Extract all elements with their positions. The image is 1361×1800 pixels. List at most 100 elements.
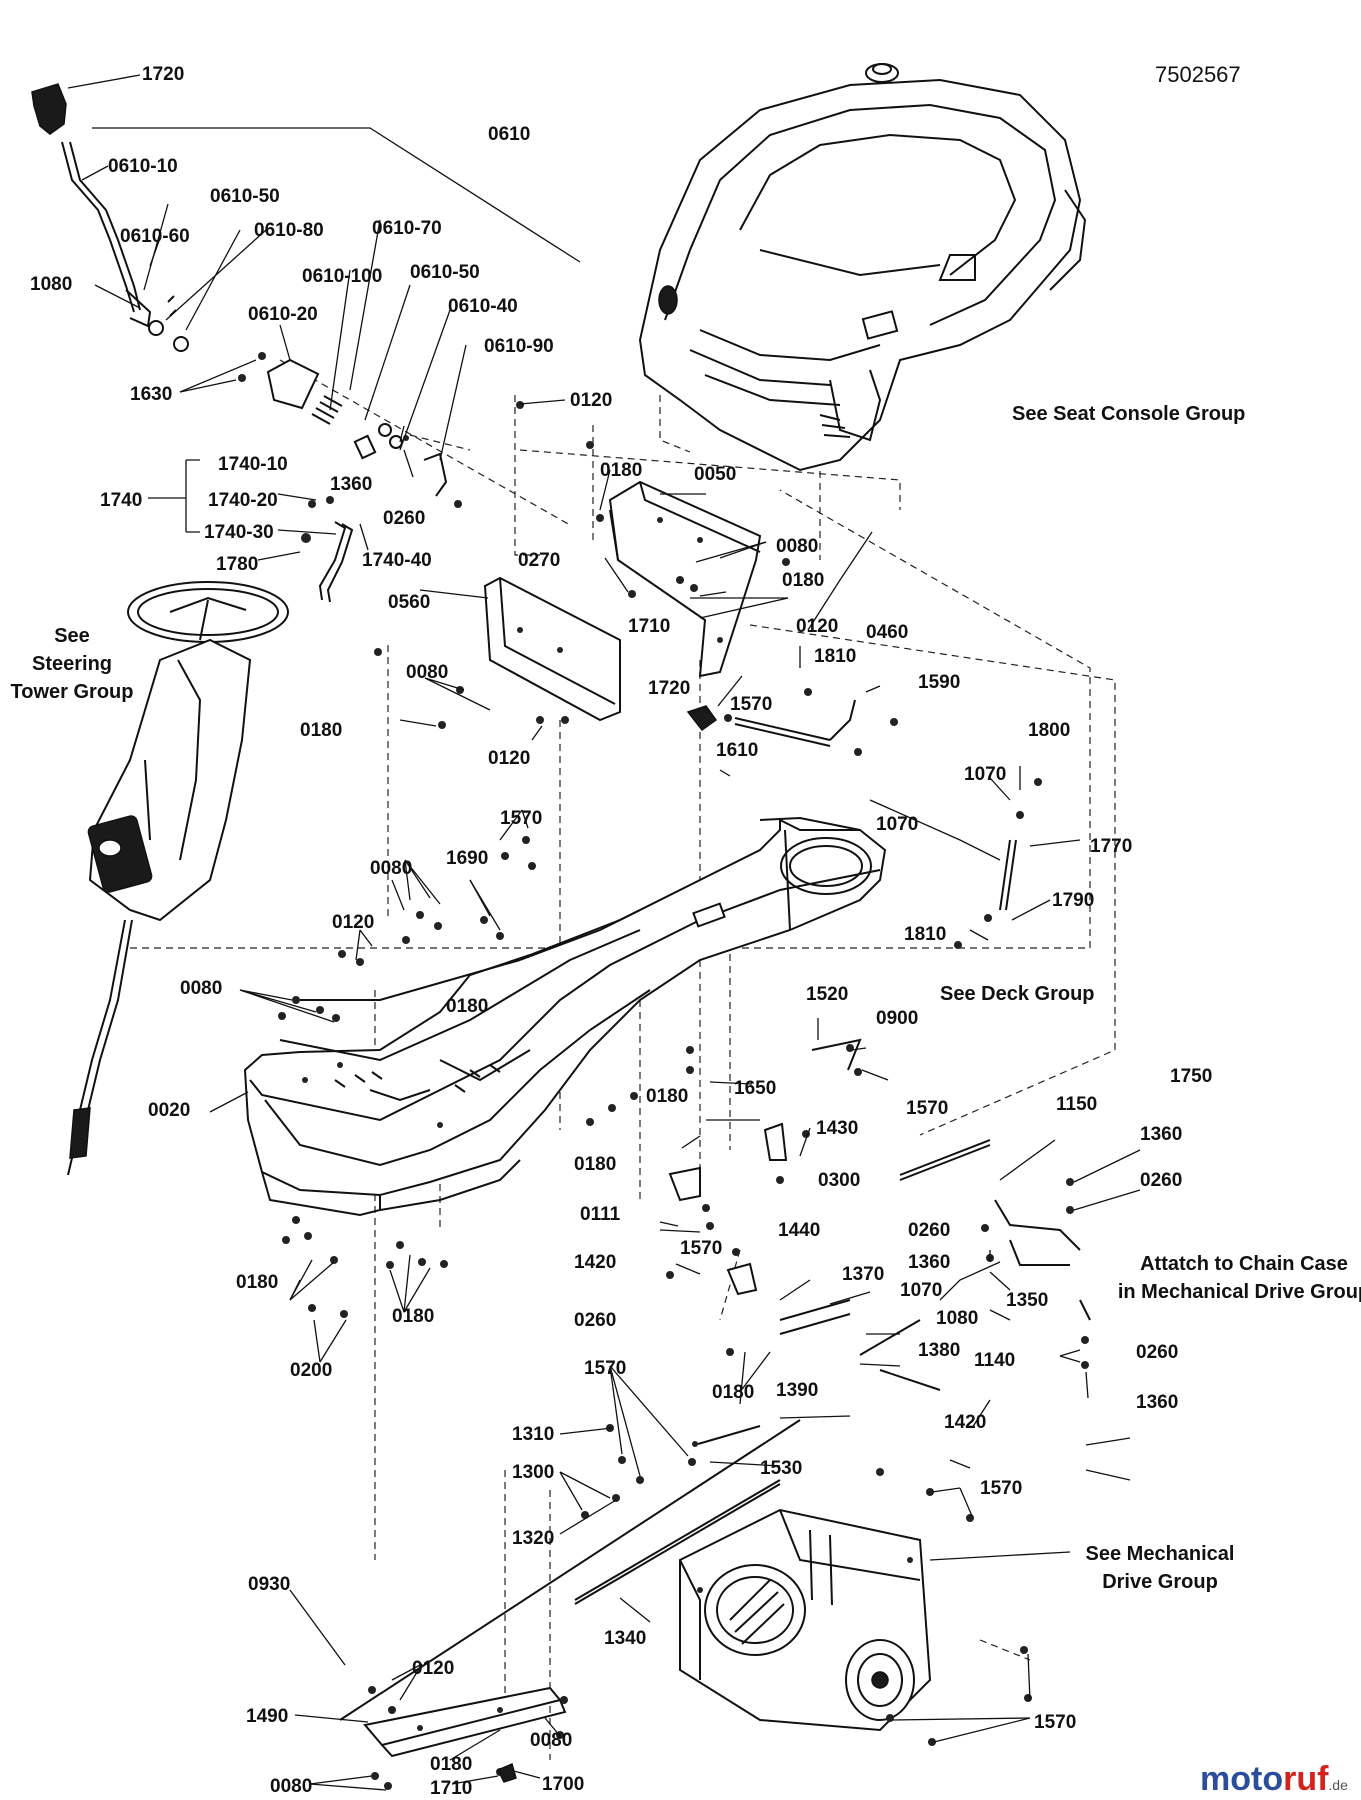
part-label: 1310 xyxy=(512,1424,554,1445)
note-mech-drive-line1: See Mechanical xyxy=(1086,1543,1235,1565)
part-label: 1360 xyxy=(330,474,372,495)
part-label: 1740 xyxy=(100,490,142,511)
note-chain-case-line1: Attatch to Chain Case xyxy=(1140,1253,1348,1275)
part-label: 1140 xyxy=(974,1350,1015,1371)
steering-tower-drawing xyxy=(67,581,289,1176)
part-label: 0120 xyxy=(412,1658,454,1679)
part-label: 1340 xyxy=(604,1628,646,1649)
part-label: 1710 xyxy=(628,616,670,637)
part-label: 1590 xyxy=(918,672,960,693)
part-labels: 7502567 1720 0610 0610-10 0610-50 0610-6… xyxy=(30,62,1241,1799)
part-label: 0610-100 xyxy=(302,266,382,287)
part-label: 0610-70 xyxy=(372,218,442,239)
part-label: 0560 xyxy=(388,592,430,613)
part-label: 0610-60 xyxy=(120,226,190,247)
part-label: 0120 xyxy=(796,616,838,637)
note-deck: See Deck Group xyxy=(940,983,1095,1005)
part-label: 0180 xyxy=(646,1086,688,1107)
part-label: 1740-20 xyxy=(208,490,278,511)
shift-lever-drawing xyxy=(31,83,462,603)
part-label: 1150 xyxy=(1056,1094,1097,1115)
leader-lines xyxy=(67,74,1141,1791)
part-label: 1570 xyxy=(730,694,772,715)
part-label: 0260 xyxy=(908,1220,950,1241)
note-steering-line3: Tower Group xyxy=(11,681,134,703)
part-label: 0610-90 xyxy=(484,336,554,357)
part-label: 0120 xyxy=(488,748,530,769)
part-label: 0180 xyxy=(574,1154,616,1175)
part-label: 1650 xyxy=(734,1078,776,1099)
part-label: 1370 xyxy=(842,1264,884,1285)
part-label: 1080 xyxy=(936,1308,978,1329)
part-label: 1390 xyxy=(776,1380,818,1401)
part-label: 1700 xyxy=(542,1774,584,1795)
part-label: 0180 xyxy=(600,460,642,481)
watermark-text-a: moto xyxy=(1200,1760,1283,1798)
part-label: 0050 xyxy=(694,464,736,485)
part-label: 0080 xyxy=(370,858,412,879)
part-label: 0260 xyxy=(383,508,425,529)
part-label: 0080 xyxy=(406,662,448,683)
part-label: 0080 xyxy=(270,1776,312,1797)
part-label: 0180 xyxy=(430,1754,472,1775)
part-label: 1360 xyxy=(1140,1124,1182,1145)
part-label: 0180 xyxy=(236,1272,278,1293)
part-label: 0270 xyxy=(518,550,560,571)
frame-drawing xyxy=(243,816,887,1217)
cables-drawing xyxy=(339,1419,801,1721)
note-steering-line2: Steering xyxy=(32,653,112,675)
part-label: 1300 xyxy=(512,1462,554,1483)
part-label: 1520 xyxy=(806,984,848,1005)
part-label: 0080 xyxy=(530,1730,572,1751)
part-label: 1070 xyxy=(964,764,1006,785)
part-label: 1710 xyxy=(430,1778,472,1799)
part-label: 1720 xyxy=(142,64,184,85)
part-label: 0610-50 xyxy=(410,262,480,283)
part-label: 1380 xyxy=(918,1340,960,1361)
part-label: 0020 xyxy=(148,1100,190,1121)
part-label: 1720 xyxy=(648,678,690,699)
part-label: 1530 xyxy=(760,1458,802,1479)
watermark-logo: motoruf.de xyxy=(1200,1760,1348,1798)
part-label: 1610 xyxy=(716,740,758,761)
part-label: 0080 xyxy=(180,978,222,999)
part-label: 1320 xyxy=(512,1528,554,1549)
part-label: 0900 xyxy=(876,1008,918,1029)
part-label: 1080 xyxy=(30,274,72,295)
part-label: 1740-30 xyxy=(204,522,274,543)
part-label: 1420 xyxy=(574,1252,616,1273)
part-label: 0610-40 xyxy=(448,296,518,317)
part-label: 0180 xyxy=(782,570,824,591)
part-label: 0260 xyxy=(1136,1342,1178,1363)
reference-number: 7502567 xyxy=(1155,62,1241,87)
note-steering-line1: See xyxy=(54,625,90,647)
svg-text:motoruf.de: motoruf.de xyxy=(1200,1760,1348,1798)
part-label: 1440 xyxy=(778,1220,820,1241)
part-label: 0610-80 xyxy=(254,220,324,241)
part-label: 1570 xyxy=(1034,1712,1076,1733)
part-label: 1070 xyxy=(876,814,918,835)
part-label: 0180 xyxy=(300,720,342,741)
part-label: 1810 xyxy=(904,924,946,945)
part-label: 1770 xyxy=(1090,836,1132,857)
part-label: 1570 xyxy=(500,808,542,829)
linkage-drawings xyxy=(668,699,1091,1391)
note-chain-case-line2: in Mechanical Drive Group xyxy=(1118,1281,1361,1303)
bracket-drawings xyxy=(483,480,762,722)
part-label: 1570 xyxy=(906,1098,948,1119)
part-label: 0930 xyxy=(248,1574,290,1595)
part-label: 0610-20 xyxy=(248,304,318,325)
part-label: 1690 xyxy=(446,848,488,869)
part-label: 0180 xyxy=(712,1382,754,1403)
part-label: 1360 xyxy=(1136,1392,1178,1413)
part-label: 1070 xyxy=(900,1280,942,1301)
part-label: 1570 xyxy=(980,1478,1022,1499)
note-seat-console: See Seat Console Group xyxy=(1012,403,1245,425)
mechanical-drive-drawing xyxy=(679,1508,932,1732)
part-label: 0180 xyxy=(446,996,488,1017)
part-label: 0080 xyxy=(776,536,818,557)
part-label: 0111 xyxy=(580,1204,621,1225)
part-label: 0180 xyxy=(392,1306,434,1327)
part-label: 1430 xyxy=(816,1118,858,1139)
